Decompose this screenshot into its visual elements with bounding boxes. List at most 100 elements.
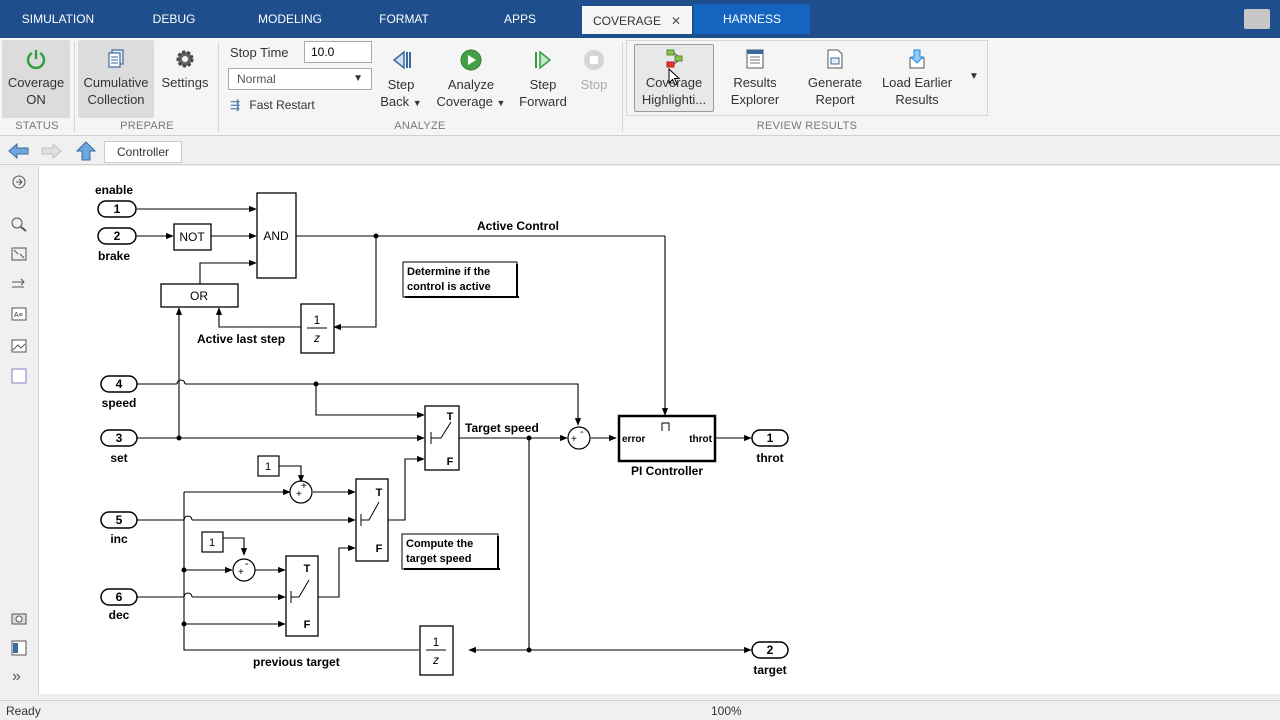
tab-modeling[interactable]: MODELING — [257, 12, 322, 26]
inport-number: 2 — [114, 229, 121, 243]
report-line2: Report — [815, 92, 855, 107]
breadcrumb[interactable]: Controller — [104, 141, 183, 163]
close-tab-icon[interactable]: ✕ — [670, 14, 682, 28]
tab-apps[interactable]: APPS — [503, 12, 536, 26]
annotation-icon[interactable]: A≡ — [10, 306, 28, 322]
load-line1: Load Earlier — [881, 75, 953, 90]
image-icon[interactable] — [10, 338, 28, 354]
quick-access-icon[interactable] — [1244, 9, 1270, 29]
load-earlier-results-button[interactable]: Load Earlier Results — [876, 48, 958, 108]
tab-debug[interactable]: DEBUG — [152, 12, 196, 26]
simulation-mode-value: Normal — [237, 72, 276, 86]
stop-time-field[interactable]: 10.0 — [304, 41, 372, 63]
tab-coverage-label: COVERAGE — [592, 14, 661, 28]
mouse-cursor-icon — [668, 68, 681, 86]
settings-button[interactable]: Settings — [158, 48, 212, 91]
step-forward-icon — [535, 50, 552, 70]
annotation-compute-target[interactable]: Compute the target speed — [401, 533, 500, 570]
status-section-label: STATUS — [15, 120, 59, 132]
switch-false: F — [376, 543, 383, 555]
outport-name: throt — [756, 451, 783, 465]
analyze-line1: Analyze — [447, 77, 495, 92]
settings-label: Settings — [161, 75, 209, 90]
inport-enable[interactable]: 1 enable — [95, 183, 137, 218]
arrows-icon[interactable] — [10, 276, 28, 292]
outport-number: 1 — [767, 431, 774, 445]
and-block[interactable]: AND — [256, 192, 297, 279]
sum-error[interactable]: + - — [567, 426, 591, 450]
annotation-line2: target speed — [406, 553, 471, 565]
tab-simulation[interactable]: SIMULATION — [21, 12, 95, 26]
run-icon — [460, 49, 482, 71]
review-results-group — [626, 40, 988, 116]
zoom-icon[interactable] — [10, 216, 28, 232]
camera-icon[interactable] — [10, 610, 28, 626]
inport-name: dec — [109, 608, 130, 622]
outport-target[interactable]: 2 target — [751, 641, 789, 677]
generate-report-button[interactable]: Generate Report — [800, 48, 870, 108]
inport-brake[interactable]: 2 brake — [97, 227, 137, 263]
unit-delay-active[interactable]: 1 z — [300, 303, 335, 354]
inport-dec[interactable]: 6 dec — [100, 588, 138, 622]
inport-name: brake — [98, 249, 130, 263]
area-icon[interactable] — [10, 368, 28, 384]
expand-palette-icon[interactable]: » — [12, 668, 21, 685]
coverage-on-button[interactable]: Coverage ON — [4, 48, 68, 108]
step-back-icon — [392, 50, 411, 70]
inport-set[interactable]: 3 set — [100, 429, 138, 465]
separator — [622, 42, 623, 132]
tab-coverage[interactable]: COVERAGE ✕ — [582, 4, 692, 34]
sum-inc[interactable]: + + — [289, 480, 313, 504]
pi-controller-subsystem[interactable]: error throt PI Controller — [617, 414, 717, 478]
inport-number: 4 — [116, 377, 123, 391]
step-back-line2: Back — [380, 94, 410, 109]
fit-to-view-icon[interactable] — [10, 246, 28, 262]
inport-name: enable — [95, 183, 133, 197]
delay-num: 1 — [314, 313, 321, 327]
tab-format[interactable]: FORMAT — [379, 12, 429, 26]
fast-restart-button[interactable]: ⇶ Fast Restart — [230, 97, 330, 114]
forward-arrow-icon[interactable] — [40, 143, 62, 159]
fast-restart-label: Fast Restart — [249, 98, 315, 112]
analyze-coverage-button[interactable]: Analyze Coverage ▼ — [434, 48, 508, 112]
explorer-bar: Controller — [0, 138, 1280, 165]
constant-dec[interactable]: 1 — [201, 531, 224, 553]
highlight-blocks-icon — [666, 49, 683, 68]
unit-delay-target[interactable]: 1 z — [419, 625, 454, 676]
more-chevron-down-icon[interactable]: ▼ — [969, 71, 979, 82]
back-arrow-icon[interactable] — [8, 143, 30, 159]
load-down-arrow-icon — [909, 49, 925, 69]
property-inspector-icon[interactable] — [10, 640, 28, 656]
switch-target-speed[interactable]: T F — [424, 405, 460, 471]
or-block[interactable]: OR — [160, 283, 239, 308]
model-canvas[interactable]: 1 enable 2 brake 4 speed 3 set 5 inc — [38, 166, 1280, 694]
highlight-line2: Highlighti... — [641, 92, 707, 107]
sum-dec[interactable]: + - — [232, 558, 256, 582]
inport-number: 1 — [114, 202, 121, 216]
stop-button[interactable]: Stop — [574, 48, 614, 93]
switch-false: F — [304, 619, 311, 631]
outport-number: 2 — [767, 643, 774, 657]
annotation-determine-active[interactable]: Determine if the control is active — [402, 261, 519, 298]
switch-inc[interactable]: T F — [355, 478, 389, 562]
hide-show-explorer-icon[interactable] — [10, 174, 28, 190]
inport-inc[interactable]: 5 inc — [100, 511, 138, 546]
step-forward-line1: Step — [529, 77, 557, 92]
switch-true: T — [304, 563, 311, 575]
svg-text:A≡: A≡ — [14, 312, 23, 319]
results-explorer-button[interactable]: Results Explorer — [720, 48, 790, 108]
cumulative-collection-button[interactable]: Cumulative Collection — [80, 48, 152, 108]
simulation-mode-select[interactable]: Normal ▼ — [228, 68, 372, 90]
step-forward-button[interactable]: Step Forward — [516, 48, 570, 110]
tab-harness[interactable]: HARNESS — [694, 4, 810, 34]
outport-throt[interactable]: 1 throt — [751, 429, 789, 465]
load-line2: Results — [895, 92, 939, 107]
zoom-level[interactable]: 100% — [711, 704, 742, 718]
switch-dec[interactable]: T F — [285, 555, 319, 637]
constant-inc[interactable]: 1 — [257, 455, 280, 477]
inport-speed[interactable]: 4 speed — [100, 375, 138, 410]
not-block[interactable]: NOT — [173, 223, 212, 251]
signal-label-active-control: Active Control — [477, 219, 559, 233]
up-arrow-icon[interactable] — [76, 141, 96, 161]
step-back-button[interactable]: Step Back ▼ — [378, 48, 424, 112]
